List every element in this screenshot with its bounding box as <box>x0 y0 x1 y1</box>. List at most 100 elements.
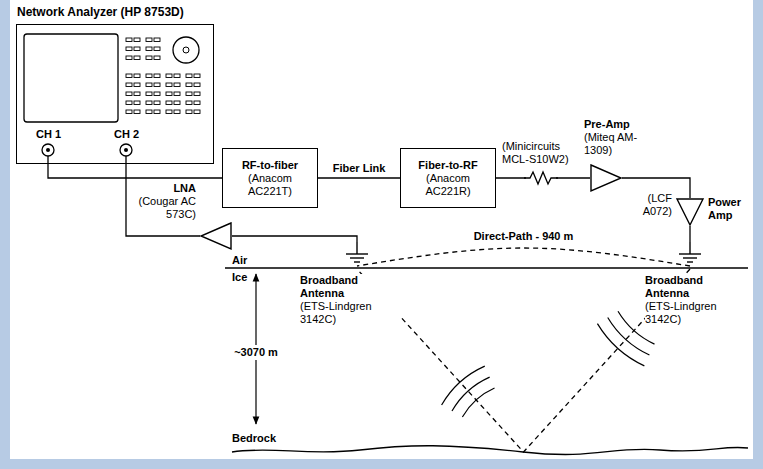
signal-path <box>357 248 690 266</box>
cable <box>689 226 690 242</box>
analyzer-button <box>146 83 152 87</box>
antenna-outline <box>345 242 369 266</box>
analyzer-button <box>174 110 180 114</box>
button-pair <box>146 56 160 60</box>
analyzer-button <box>174 92 180 96</box>
button-pair <box>126 83 140 87</box>
analyzer-button <box>154 74 160 78</box>
antenna-symbol <box>683 257 697 258</box>
analyzer-button <box>174 74 180 78</box>
model-number: (ETS-Lindgren 3142C) <box>645 300 745 326</box>
button-pair <box>166 83 180 87</box>
analyzer-button <box>186 74 192 78</box>
wavefront <box>608 317 650 355</box>
amplifier-triangle-outline <box>676 198 704 226</box>
analyzer-button <box>126 92 132 96</box>
part-name: Broadband Antenna <box>300 274 400 300</box>
analyzer-button <box>126 110 132 114</box>
frame-strip <box>753 0 763 469</box>
text-group: Fiber-to-RF(Anacom AC221R) <box>401 159 495 198</box>
part-name: Broadband Antenna <box>645 274 745 300</box>
text-group: Broadband Antenna(ETS-Lindgren 3142C) <box>300 274 400 326</box>
analyzer-buttons <box>126 38 200 114</box>
analyzer-button <box>154 56 160 60</box>
antenna-symbol <box>679 253 701 254</box>
analyzer-button <box>126 56 132 60</box>
frame-strip <box>0 459 763 469</box>
analyzer-button <box>134 38 140 42</box>
wavefronts <box>442 311 655 417</box>
analyzer-button <box>154 83 160 87</box>
button-pair <box>186 92 200 96</box>
analyzer-button <box>186 101 192 105</box>
analyzer-button <box>154 47 160 51</box>
button-pair <box>126 56 140 60</box>
cable <box>126 156 200 236</box>
button-pair <box>186 101 200 105</box>
button-pair <box>166 74 180 78</box>
analyzer-button <box>154 101 160 105</box>
medium-label: Air <box>232 254 247 267</box>
analyzer-button <box>146 74 152 78</box>
converter-box: RF-to-fiber(Anacom AC221T) <box>222 148 318 208</box>
analyzer-button <box>174 101 180 105</box>
analyzer-button <box>134 47 140 51</box>
button-pair <box>126 47 140 51</box>
antenna-outline <box>678 242 702 266</box>
cable <box>232 236 357 242</box>
signal-path <box>357 269 690 452</box>
part-name: LNA <box>132 182 196 195</box>
analyzer-button <box>134 56 140 60</box>
analyzer-screen <box>24 34 118 122</box>
analyzer-button <box>126 74 132 78</box>
button-pair <box>146 38 160 42</box>
channel-port <box>42 144 54 156</box>
analyzer-button <box>166 83 172 87</box>
button-pair <box>166 92 180 96</box>
dimension-label: ~3070 m <box>232 345 280 360</box>
amplifier-triangle-outline <box>200 222 232 250</box>
wavefront <box>597 324 644 366</box>
analyzer-knob <box>173 37 199 63</box>
antenna-symbol <box>687 261 693 262</box>
model-number: (ETS-Lindgren 3142C) <box>300 300 400 326</box>
button-pair <box>146 101 160 105</box>
analyzer-button <box>126 101 132 105</box>
ice-surface <box>225 267 748 268</box>
bedrock-line <box>232 446 748 455</box>
analyzer-button <box>126 47 132 51</box>
channel-port <box>46 148 50 152</box>
channel-port <box>124 148 128 152</box>
antenna-symbol <box>689 242 690 254</box>
button-pair <box>186 74 200 78</box>
analyzer-button <box>194 83 200 87</box>
button-pair <box>146 74 160 78</box>
button-pair <box>146 110 160 114</box>
antenna-symbol <box>356 242 357 254</box>
edge-label: Direct-Path - 940 m <box>472 230 576 243</box>
attenuator-label: (Minicircuits MCL-S10W2) <box>502 140 586 166</box>
text-group: (LCF A072) <box>622 192 672 218</box>
button-pair <box>146 47 160 51</box>
amplifier-triangle: LNA(Cougar AC 573C) <box>200 222 232 250</box>
analyzer-button <box>146 56 152 60</box>
analyzer-button <box>186 83 192 87</box>
button-pair <box>126 38 140 42</box>
cable <box>318 177 400 178</box>
medium-label: Bedrock <box>232 432 276 445</box>
analyzer-button <box>166 92 172 96</box>
button-pair <box>146 92 160 96</box>
button-pair <box>126 74 140 78</box>
button-pair <box>146 83 160 87</box>
text-group: RF-to-fiber(Anacom AC221T) <box>223 159 317 198</box>
text-group: Network Analyzer (HP 8753D) <box>17 6 337 19</box>
analyzer-button <box>146 38 152 42</box>
button-pair <box>166 101 180 105</box>
part-name: Fiber-to-RF <box>405 159 491 172</box>
analyzer-button <box>146 47 152 51</box>
analyzer-button <box>186 92 192 96</box>
antenna-symbol <box>346 253 368 254</box>
analyzer-button <box>194 74 200 78</box>
